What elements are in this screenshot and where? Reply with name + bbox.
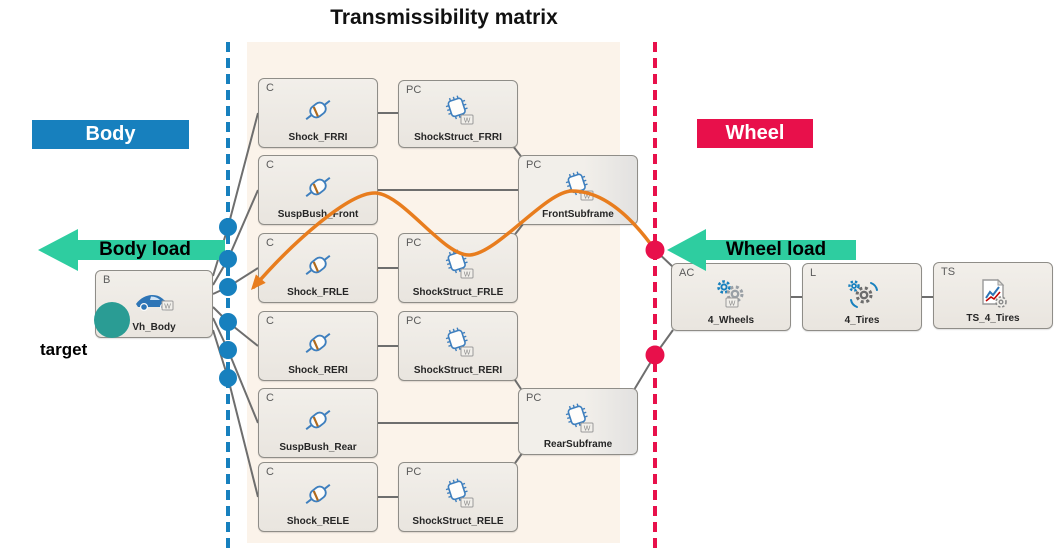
node-type-letter: PC xyxy=(406,466,422,478)
node-shockstruct-frri[interactable]: PC W ShockStruct_FRRI xyxy=(398,80,518,148)
damper-icon xyxy=(305,333,331,354)
node-type-letter: PC xyxy=(406,84,422,96)
car-icon: W xyxy=(136,295,174,312)
node-type-letter: PC xyxy=(526,159,542,171)
node-label: RearSubframe xyxy=(543,439,613,450)
node-label: Shock_FRRI xyxy=(288,132,348,143)
node-label: TS_4_Tires xyxy=(966,313,1020,324)
damper-icon xyxy=(305,484,331,505)
damper-icon xyxy=(305,410,331,431)
chip-icon: W xyxy=(445,95,474,125)
node-type-letter: B xyxy=(103,274,111,286)
svg-text:W: W xyxy=(584,425,591,432)
node-label: Shock_RELE xyxy=(286,516,350,527)
node-shockstruct-rele[interactable]: PC W ShockStruct_RELE xyxy=(398,462,518,532)
damper-icon xyxy=(305,100,331,121)
node-ts-4-tires[interactable]: TS TS_4_Tires xyxy=(933,262,1053,329)
svg-text:W: W xyxy=(729,301,736,308)
connection-dot xyxy=(219,218,237,236)
svg-text:W: W xyxy=(464,350,471,357)
node-label: ShockStruct_RELE xyxy=(412,516,504,527)
svg-text:W: W xyxy=(584,194,591,201)
target-label: target xyxy=(40,340,88,359)
node-type-letter: C xyxy=(266,315,274,327)
node-shock-frle[interactable]: C Shock_FRLE xyxy=(258,233,378,303)
diagram-title: Transmissibility matrix xyxy=(330,6,558,29)
node-label: 4_Wheels xyxy=(707,315,755,326)
node-suspbush-rear[interactable]: C SuspBush_Rear xyxy=(258,388,378,458)
node-shock-frri[interactable]: C Shock_FRRI xyxy=(258,78,378,148)
svg-text:W: W xyxy=(464,118,471,125)
connection-dot xyxy=(219,341,237,359)
node-type-letter: C xyxy=(266,159,274,171)
tires-gear-icon xyxy=(848,280,878,309)
node-shockstruct-reri[interactable]: PC W ShockStruct_RERI xyxy=(398,311,518,381)
svg-text:W: W xyxy=(164,304,171,311)
wheel-load-label: Wheel load xyxy=(725,239,827,260)
node-type-letter: C xyxy=(266,237,274,249)
damper-icon xyxy=(305,255,331,276)
node-label: Vh_Body xyxy=(132,322,176,333)
node-suspbush-front[interactable]: C SuspBush_Front xyxy=(258,155,378,225)
wheels-gear-icon: W xyxy=(717,280,744,308)
testdata-chart-icon xyxy=(982,278,1007,308)
svg-text:W: W xyxy=(464,272,471,279)
svg-text:W: W xyxy=(464,501,471,508)
body-zone-label: Body xyxy=(32,120,189,149)
node-type-letter: PC xyxy=(526,392,542,404)
node-rearsubframe[interactable]: PC W RearSubframe xyxy=(518,388,638,455)
node-label: Shock_FRLE xyxy=(287,287,349,298)
node-type-letter: C xyxy=(266,392,274,404)
chip-icon: W xyxy=(445,478,474,508)
body-load-arrow xyxy=(38,229,225,271)
node-label: ShockStruct_RERI xyxy=(413,365,503,376)
wheel-load-arrow xyxy=(667,229,856,271)
node-label: SuspBush_Front xyxy=(277,209,359,220)
node-label: Shock_RERI xyxy=(288,365,348,376)
target-marker xyxy=(94,302,130,338)
node-label: FrontSubframe xyxy=(542,209,614,220)
connection-dot xyxy=(645,345,665,365)
node-shock-rele[interactable]: C Shock_RELE xyxy=(258,462,378,532)
chip-icon: W xyxy=(445,327,474,357)
chip-icon: W xyxy=(565,403,594,433)
node-label: 4_Tires xyxy=(844,315,880,326)
node-label: ShockStruct_FRLE xyxy=(412,287,504,298)
node-type-letter: PC xyxy=(406,315,422,327)
connection-dot xyxy=(219,250,237,268)
transfer-path-arrowhead xyxy=(251,274,266,290)
wheel-zone-label: Wheel xyxy=(697,119,813,148)
node-type-letter: C xyxy=(266,466,274,478)
node-type-letter: AC xyxy=(679,267,695,279)
node-type-letter: PC xyxy=(406,237,422,249)
node-type-letter: C xyxy=(266,82,274,94)
node-4-wheels[interactable]: AC W 4_Wheels xyxy=(671,263,791,331)
connection-dot xyxy=(645,240,665,260)
node-type-letter: L xyxy=(810,267,817,279)
node-label: SuspBush_Rear xyxy=(279,442,357,453)
connection-dot xyxy=(219,278,237,296)
connection-dot xyxy=(219,369,237,387)
transfer-path-curve xyxy=(252,189,657,289)
damper-icon xyxy=(305,177,331,198)
node-type-letter: TS xyxy=(941,266,956,278)
connection-dot xyxy=(219,313,237,331)
node-label: ShockStruct_FRRI xyxy=(414,132,502,143)
body-load-label: Body load xyxy=(99,239,191,260)
node-shock-reri[interactable]: C Shock_RERI xyxy=(258,311,378,381)
node-4-tires[interactable]: L 4_Tires xyxy=(802,263,922,331)
